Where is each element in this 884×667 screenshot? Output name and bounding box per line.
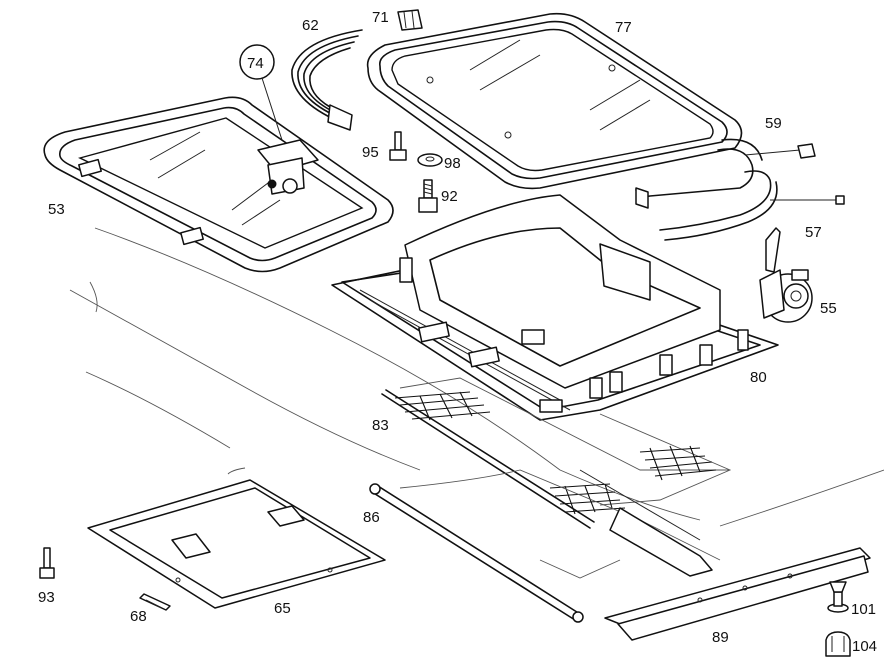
label-101: 101 bbox=[851, 601, 876, 618]
label-83: 83 bbox=[372, 417, 389, 434]
part-92-screw bbox=[418, 179, 438, 213]
label-80: 80 bbox=[750, 369, 767, 386]
part-89-rail bbox=[604, 547, 871, 641]
label-104: 104 bbox=[852, 638, 877, 655]
label-65: 65 bbox=[274, 600, 291, 617]
part-83-insect-screen bbox=[381, 377, 732, 529]
part-95-screw bbox=[389, 131, 407, 161]
part-77-outer-pane bbox=[366, 12, 743, 190]
leader-lines bbox=[579, 469, 701, 541]
part-55-crank-drive bbox=[759, 227, 813, 323]
part-labels: 53 55 57 59 62 65 68 71 74 77 80 83 86 8… bbox=[38, 9, 877, 655]
label-98: 98 bbox=[444, 155, 461, 172]
label-74: 74 bbox=[247, 55, 264, 72]
label-77: 77 bbox=[615, 19, 632, 36]
part-86-blind-roller bbox=[369, 469, 721, 623]
label-95: 95 bbox=[362, 144, 379, 161]
part-74-latch bbox=[239, 44, 319, 195]
label-71: 71 bbox=[372, 9, 389, 26]
part-57-seal bbox=[659, 170, 845, 241]
roof-contour-lines bbox=[69, 227, 884, 527]
part-101-screw bbox=[827, 581, 849, 613]
part-59-seal bbox=[635, 138, 816, 209]
part-104-clip bbox=[825, 631, 851, 657]
label-93: 93 bbox=[38, 589, 55, 606]
part-71-clip bbox=[397, 9, 423, 31]
part-68-trim bbox=[139, 593, 171, 611]
part-65-cover-panel bbox=[87, 479, 386, 609]
part-98-washer bbox=[417, 153, 443, 167]
part-53-inner-frame bbox=[43, 96, 394, 273]
label-57: 57 bbox=[805, 224, 822, 241]
label-53: 53 bbox=[48, 201, 65, 218]
label-55: 55 bbox=[820, 300, 837, 317]
part-93-bolt bbox=[39, 547, 55, 579]
label-59: 59 bbox=[765, 115, 782, 132]
label-92: 92 bbox=[441, 188, 458, 205]
part-62-seal bbox=[291, 29, 363, 131]
label-62: 62 bbox=[302, 17, 319, 34]
label-86: 86 bbox=[363, 509, 380, 526]
label-68: 68 bbox=[130, 608, 147, 625]
part-80-base-frame bbox=[331, 194, 779, 421]
label-89: 89 bbox=[712, 629, 729, 646]
